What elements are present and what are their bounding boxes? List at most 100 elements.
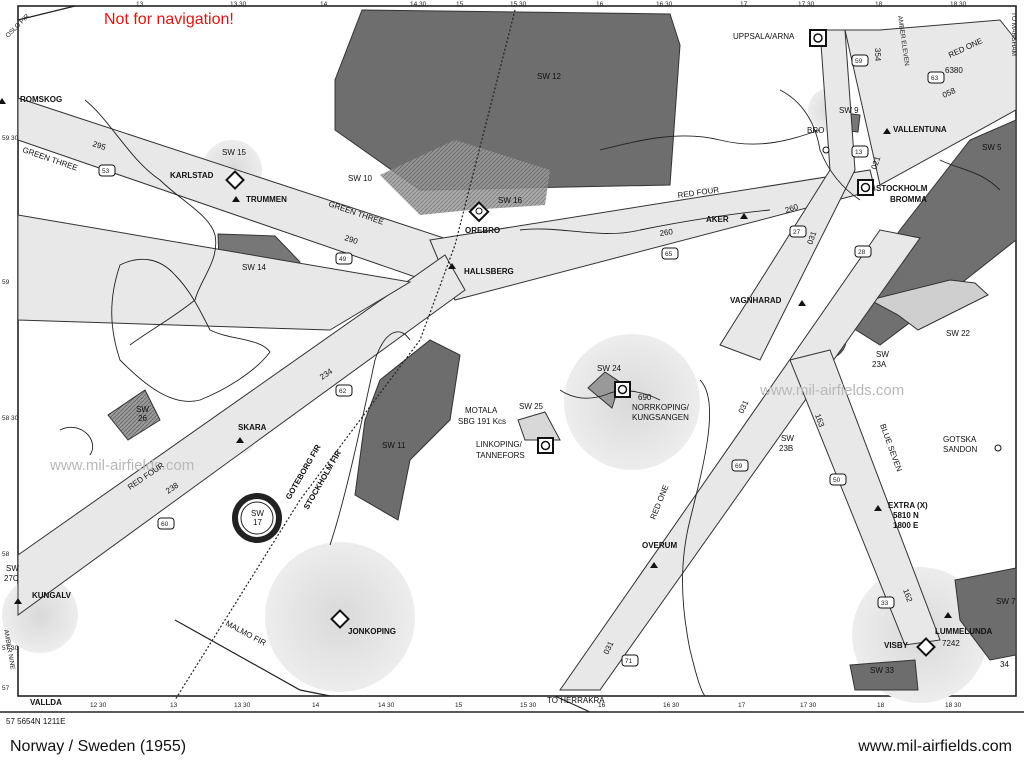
skara-triangle-icon [236, 437, 244, 443]
course-290: 290 [343, 233, 359, 246]
label-extra-1: EXTRA (X) [888, 501, 928, 510]
tick-top: 16 [596, 1, 604, 8]
extra-triangle-icon [874, 505, 882, 511]
area-sw11 [354, 339, 461, 521]
area-labels: SW 12 SW 10 SW 16 SW 15 SW 14 SW 9 SW 5 … [4, 72, 1016, 675]
label-to-herrakra: TO HERRAKRA [547, 696, 605, 705]
area-sw25 [517, 411, 561, 441]
bro-point-icon [822, 146, 830, 154]
trummen-triangle-icon [232, 196, 240, 202]
shield-65: 65 [665, 251, 673, 258]
tick-left: 57 [2, 685, 10, 692]
reporting-points [0, 98, 952, 618]
tick-top: 14 30 [410, 1, 427, 8]
label-sw7: SW 7 [996, 597, 1016, 606]
course-295: 295 [91, 139, 107, 152]
label-sw23a-1: SW [876, 350, 889, 359]
overum-triangle-icon [650, 562, 658, 568]
map-caption: Norway / Sweden (1955) [10, 738, 187, 755]
tick-top: 18 [875, 1, 883, 8]
area-sw26 [107, 389, 161, 441]
course-354: 354 [873, 48, 882, 62]
graticule-top: 13 13 30 14 14 30 15 15 30 16 16 30 17 1… [136, 1, 967, 8]
label-sw23a-2: 23A [872, 360, 887, 369]
shield-33: 33 [881, 600, 889, 607]
tick-bottom: 18 30 [945, 702, 962, 709]
tick-top: 13 [136, 1, 144, 8]
label-sw33: SW 33 [870, 666, 895, 675]
tick-bottom: 13 [170, 702, 178, 709]
vallentuna-triangle-icon [883, 128, 891, 134]
not-for-navigation-notice: Not for navigation! [104, 11, 234, 28]
tick-bottom: 12 30 [90, 702, 107, 709]
shield-27: 27 [793, 229, 801, 236]
fir-boundaries [17, 5, 516, 701]
shield-62: 62 [339, 388, 347, 395]
shield-71: 71 [625, 658, 633, 665]
label-sw11: SW 11 [382, 441, 406, 450]
label-sw17-2: 17 [253, 518, 262, 527]
label-sw15: SW 15 [222, 148, 247, 157]
shield-13: 13 [855, 149, 863, 156]
label-sw23b-1: SW [781, 434, 794, 443]
norrkoping-airport-icon [614, 381, 631, 398]
label-sw17-1: SW [251, 509, 264, 518]
coastlines [59, 89, 1001, 697]
graticule-bottom: 12 30 13 13 30 14 14 30 15 15 30 16 16 3… [90, 702, 962, 709]
label-sw27c-1: SW [6, 564, 19, 573]
label-norrkoping-elev: 690 [638, 393, 652, 402]
course-163: 163 [813, 413, 826, 429]
label-sw27c-2: 27C [4, 574, 19, 583]
shield-53: 53 [102, 168, 110, 175]
label-vagnharad: VAGNHARAD [730, 296, 782, 305]
tick-bottom: 15 [455, 702, 463, 709]
tick-left: 58 [2, 551, 10, 558]
label-visby-elev: 7242 [942, 639, 960, 648]
tick-bottom: 16 30 [663, 702, 680, 709]
label-sw9: SW 9 [839, 106, 859, 115]
label-sw23b-2: 23B [779, 444, 793, 453]
tick-bottom: 17 [738, 702, 746, 709]
aker-triangle-icon [740, 213, 748, 219]
gotska-point-icon [994, 444, 1002, 452]
label-overum: OVERUM [642, 541, 677, 550]
label-extra-3: 1800 E [893, 521, 919, 530]
shield-49: 49 [339, 256, 347, 263]
label-bromma: BROMMA [890, 195, 927, 204]
source-link[interactable]: www.mil-airfields.com [858, 738, 1012, 755]
label-romskog: ROMSKOG [20, 95, 62, 104]
label-sw5: SW 5 [982, 143, 1002, 152]
hallsberg-triangle-icon [448, 263, 456, 269]
kungalv-triangle-icon [14, 598, 22, 604]
label-hallsberg: HALLSBERG [464, 267, 514, 276]
label-motala: MOTALA [465, 406, 498, 415]
course-260-a: 260 [659, 227, 674, 238]
tick-top: 17 [740, 1, 748, 8]
orebro-airport-icon [468, 201, 490, 223]
label-orebro: OREBRO [465, 226, 500, 235]
label-visby: VISBY [884, 641, 909, 650]
tick-bottom: 15 30 [520, 702, 537, 709]
course-162: 162 [901, 588, 914, 604]
area-sw22 [868, 279, 989, 331]
tick-bottom: 18 [877, 702, 885, 709]
label-extra-2: 5810 N [893, 511, 919, 520]
tick-bottom: 17 30 [800, 702, 817, 709]
shield-63: 63 [931, 75, 939, 82]
course-260-b: 260 [784, 202, 800, 215]
tick-bottom: 14 30 [378, 702, 395, 709]
label-bro: BRO [807, 126, 824, 135]
watermark-left: www.mil-airfields.com [49, 457, 194, 474]
airports [225, 29, 1002, 657]
jonkoping-airport-icon [330, 609, 350, 629]
area-sw33 [849, 659, 919, 691]
shield-50: 50 [833, 477, 841, 484]
course-021: 021 [869, 155, 882, 171]
airway-red-four-west [17, 254, 466, 616]
tick-top: 14 [320, 1, 328, 8]
label-sw26-2: 26 [138, 414, 147, 423]
place-labels: ROMSKOG KARLSTAD TRUMMEN OREBRO HALLSBER… [6, 12, 1017, 726]
label-aker: AKER [706, 215, 729, 224]
label-stockholm: STOCKHOLM [876, 184, 928, 193]
linkoping-airport-icon [537, 437, 554, 454]
